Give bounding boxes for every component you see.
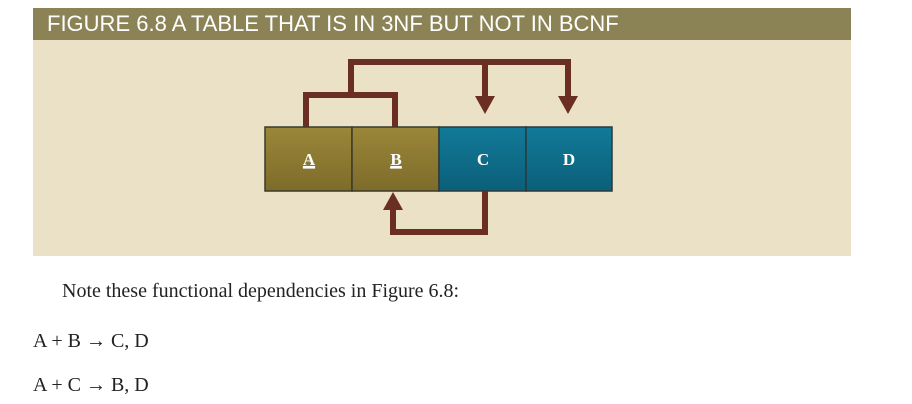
figure-title: FIGURE 6.8 A TABLE THAT IS IN 3NF BUT NO… <box>33 8 851 40</box>
ab-to-cd-line <box>348 59 571 96</box>
attribute-row: A B C D <box>264 126 613 192</box>
arrow-to-b-icon <box>383 192 403 210</box>
arrow-to-d-icon <box>558 96 578 114</box>
ab-bracket <box>303 92 398 127</box>
attribute-a-label: A <box>303 150 316 169</box>
lower-dependency-arrow <box>390 191 488 235</box>
arrow-to-c-icon <box>475 96 495 114</box>
attribute-b-label: B <box>390 150 401 169</box>
dependency-note: Note these functional dependencies in Fi… <box>62 280 460 302</box>
dependency-2: A + C → B, D <box>33 374 149 396</box>
attribute-b-box <box>351 126 440 192</box>
dependency-1: A + B → C, D <box>33 330 149 352</box>
upper-dependency-arrows <box>303 59 571 127</box>
attribute-c-label: C <box>477 150 489 169</box>
figure-panel: A B C D <box>33 40 851 256</box>
attribute-d-label: D <box>563 150 575 169</box>
c-to-b-line <box>390 191 488 235</box>
dependency-diagram: A B C D <box>264 59 613 235</box>
attribute-d-box <box>525 126 613 192</box>
